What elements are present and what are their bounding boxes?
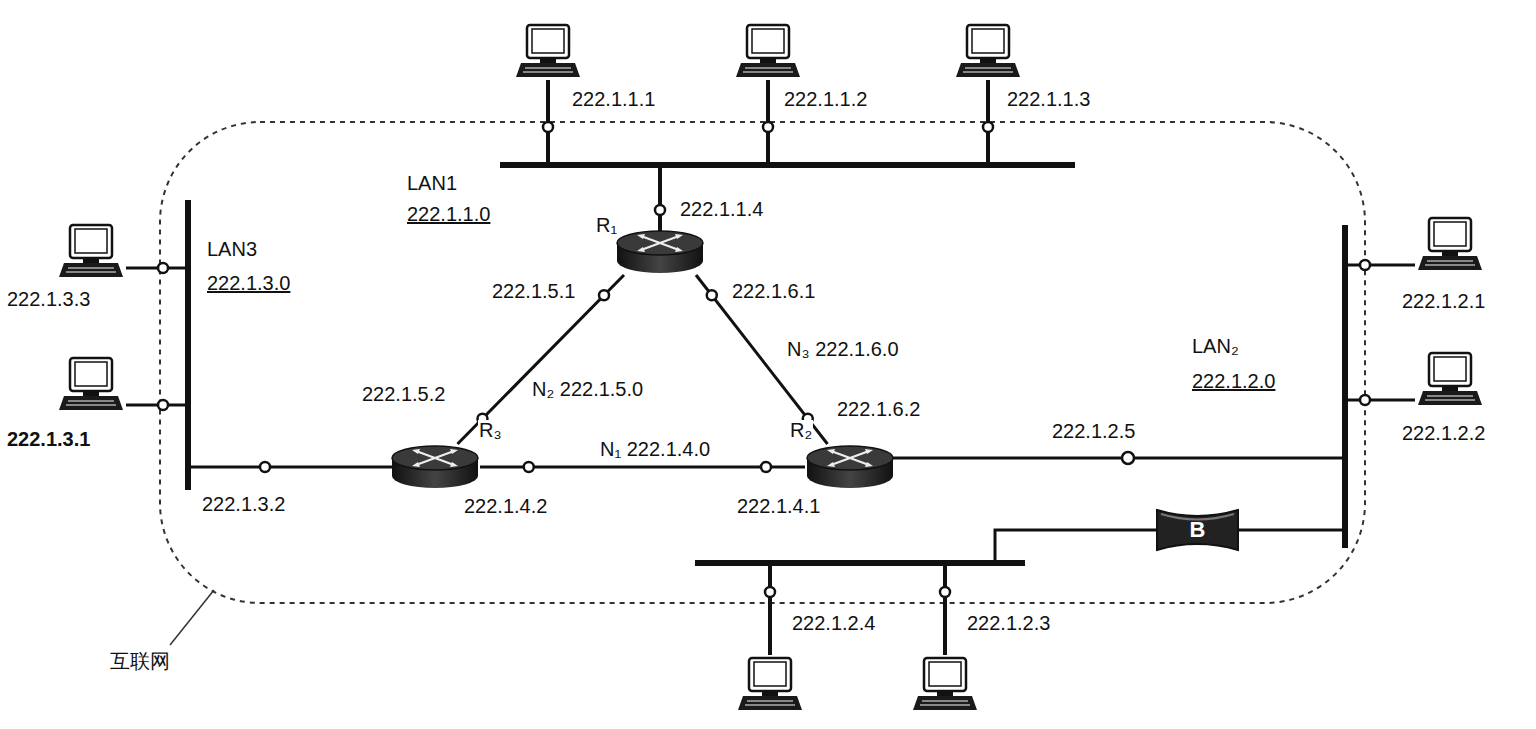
router-icon: [615, 229, 705, 275]
address-label: LAN₂: [1190, 335, 1241, 358]
address-label: 222.1.5.1: [490, 280, 577, 303]
address-label: 222.1.3.0: [205, 272, 292, 295]
network-label: N₁ 222.1.4.0: [598, 438, 712, 461]
address-label: 222.1.2.2: [1400, 422, 1487, 445]
address-label: 222.1.1.1: [570, 88, 657, 111]
address-label: 222.1.2.3: [965, 612, 1052, 635]
router-name: R₁: [595, 215, 618, 235]
address-label: 222.1.3.1: [5, 428, 92, 451]
network-label: N₃ 222.1.6.0: [785, 338, 901, 361]
router-node: R₁: [615, 229, 705, 275]
address-label: LAN3: [205, 238, 259, 261]
internet-boundary: [160, 122, 1365, 603]
address-label: 222.1.2.4: [790, 612, 877, 635]
address-label: 222.1.6.1: [730, 280, 817, 303]
address-label: 222.1.2.0: [1190, 370, 1277, 393]
address-label: 222.1.1.3: [1005, 88, 1092, 111]
address-label: 互联网: [108, 650, 172, 673]
router-node: R₂: [805, 444, 895, 490]
address-label: 222.1.6.2: [835, 398, 922, 421]
address-label: 222.1.3.2: [200, 493, 287, 516]
address-label: 222.1.4.2: [462, 495, 549, 518]
interface-dots: [158, 122, 1370, 597]
router-icon: [805, 444, 895, 490]
lan-wiring: [126, 80, 1415, 655]
leader-line: [170, 590, 214, 645]
router-icon: [390, 444, 480, 490]
router-name: R₂: [789, 420, 813, 440]
bridge-label: B: [1155, 519, 1240, 541]
address-label: 222.1.2.5: [1050, 420, 1137, 443]
host-computers: [59, 25, 1482, 710]
address-label: 222.1.1.2: [782, 88, 869, 111]
network-label: N₂ 222.1.5.0: [530, 378, 645, 401]
network-link: [480, 462, 805, 472]
address-label: 222.1.1.4: [678, 198, 765, 221]
address-label: 222.1.3.3: [5, 288, 92, 311]
router-node: R₃: [390, 444, 480, 490]
address-label: 222.1.4.1: [735, 495, 822, 518]
address-label: 222.1.1.0: [405, 203, 492, 226]
bridge-node: B: [1155, 506, 1240, 554]
address-label: 222.1.5.2: [360, 383, 447, 406]
address-label: LAN1: [405, 172, 459, 195]
address-label: 222.1.2.1: [1400, 290, 1487, 313]
network-link: [458, 275, 625, 444]
router-name: R₃: [478, 420, 503, 440]
